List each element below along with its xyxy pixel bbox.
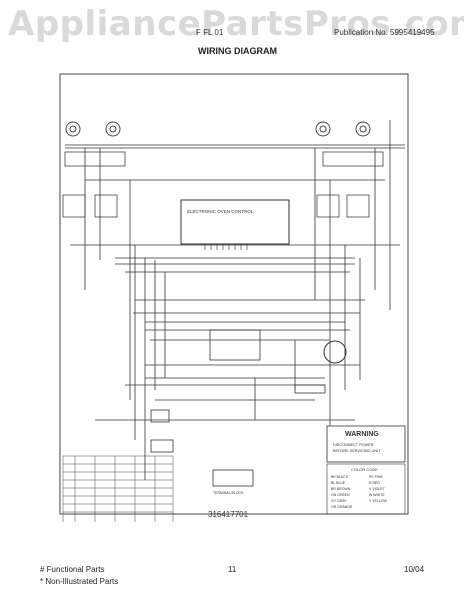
publication-number: Publication No. 5995419495 <box>334 28 435 37</box>
page-title: WIRING DIAGRAM <box>198 46 277 56</box>
color-code-entry: PK PINK <box>369 475 383 479</box>
left-surface-burners <box>65 121 121 137</box>
color-code-entry: BR BROWN <box>331 487 351 491</box>
color-code-entry: V VIOLET <box>369 487 386 491</box>
electronic-oven-control-box <box>180 199 290 245</box>
convection-element <box>294 384 326 394</box>
warning-line1: DISCONNECT POWER <box>333 443 374 447</box>
diagram-border <box>59 73 409 515</box>
wiring-diagram: ELECTRONIC OVEN CONTROL TERMINAL BLOCK W… <box>59 73 409 522</box>
wiring-lines <box>65 120 405 480</box>
color-code-table <box>326 463 406 515</box>
control-pins <box>204 244 248 250</box>
color-code-rows: BK BLACK BL BLUE BR BROWN GN GREEN GY GRAY OR… <box>331 475 387 509</box>
color-code-entry: GY GRAY <box>331 499 347 503</box>
color-code-entry: GN GREEN <box>331 493 350 497</box>
right-switch-cluster <box>316 151 384 218</box>
color-code-entry: OR ORANGE <box>331 505 353 509</box>
terminal-block-label: TERMINAL BLOCK <box>213 491 244 495</box>
non-illustrated-note: * Non-Illustrated Parts <box>40 577 119 586</box>
warning-line2: BEFORE SERVICING UNIT <box>333 449 381 453</box>
warning-title: WARNING <box>345 431 379 438</box>
color-code-entry: R RED <box>369 481 380 485</box>
functional-parts-note: # Functional Parts <box>40 565 105 574</box>
page-number: 11 <box>228 565 237 574</box>
right-surface-burners <box>315 121 371 137</box>
terminal-block <box>212 469 254 487</box>
bake-element <box>150 439 174 453</box>
watermark: AppliancePartsPros.com <box>8 4 464 44</box>
convection-motor <box>323 340 347 364</box>
header-left-fragment: F FL 01 <box>196 28 224 37</box>
electronic-oven-control-label: ELECTRONIC OVEN CONTROL <box>187 209 254 214</box>
color-code-entry: BL BLUE <box>331 481 346 485</box>
color-code-title: COLOR CODE <box>351 467 378 472</box>
warning-box <box>326 425 406 463</box>
wire-gauge-table <box>62 455 174 522</box>
oven-sensor <box>150 409 170 423</box>
left-switch-cluster <box>62 151 126 218</box>
door-switch-box <box>209 329 261 361</box>
color-code-entry: Y YELLOW <box>369 499 387 503</box>
revision-date: 10/04 <box>404 565 425 574</box>
part-number: 316417701 <box>208 510 249 519</box>
color-code-entry: W WHITE <box>369 493 385 497</box>
color-code-entry: BK BLACK <box>331 475 349 479</box>
